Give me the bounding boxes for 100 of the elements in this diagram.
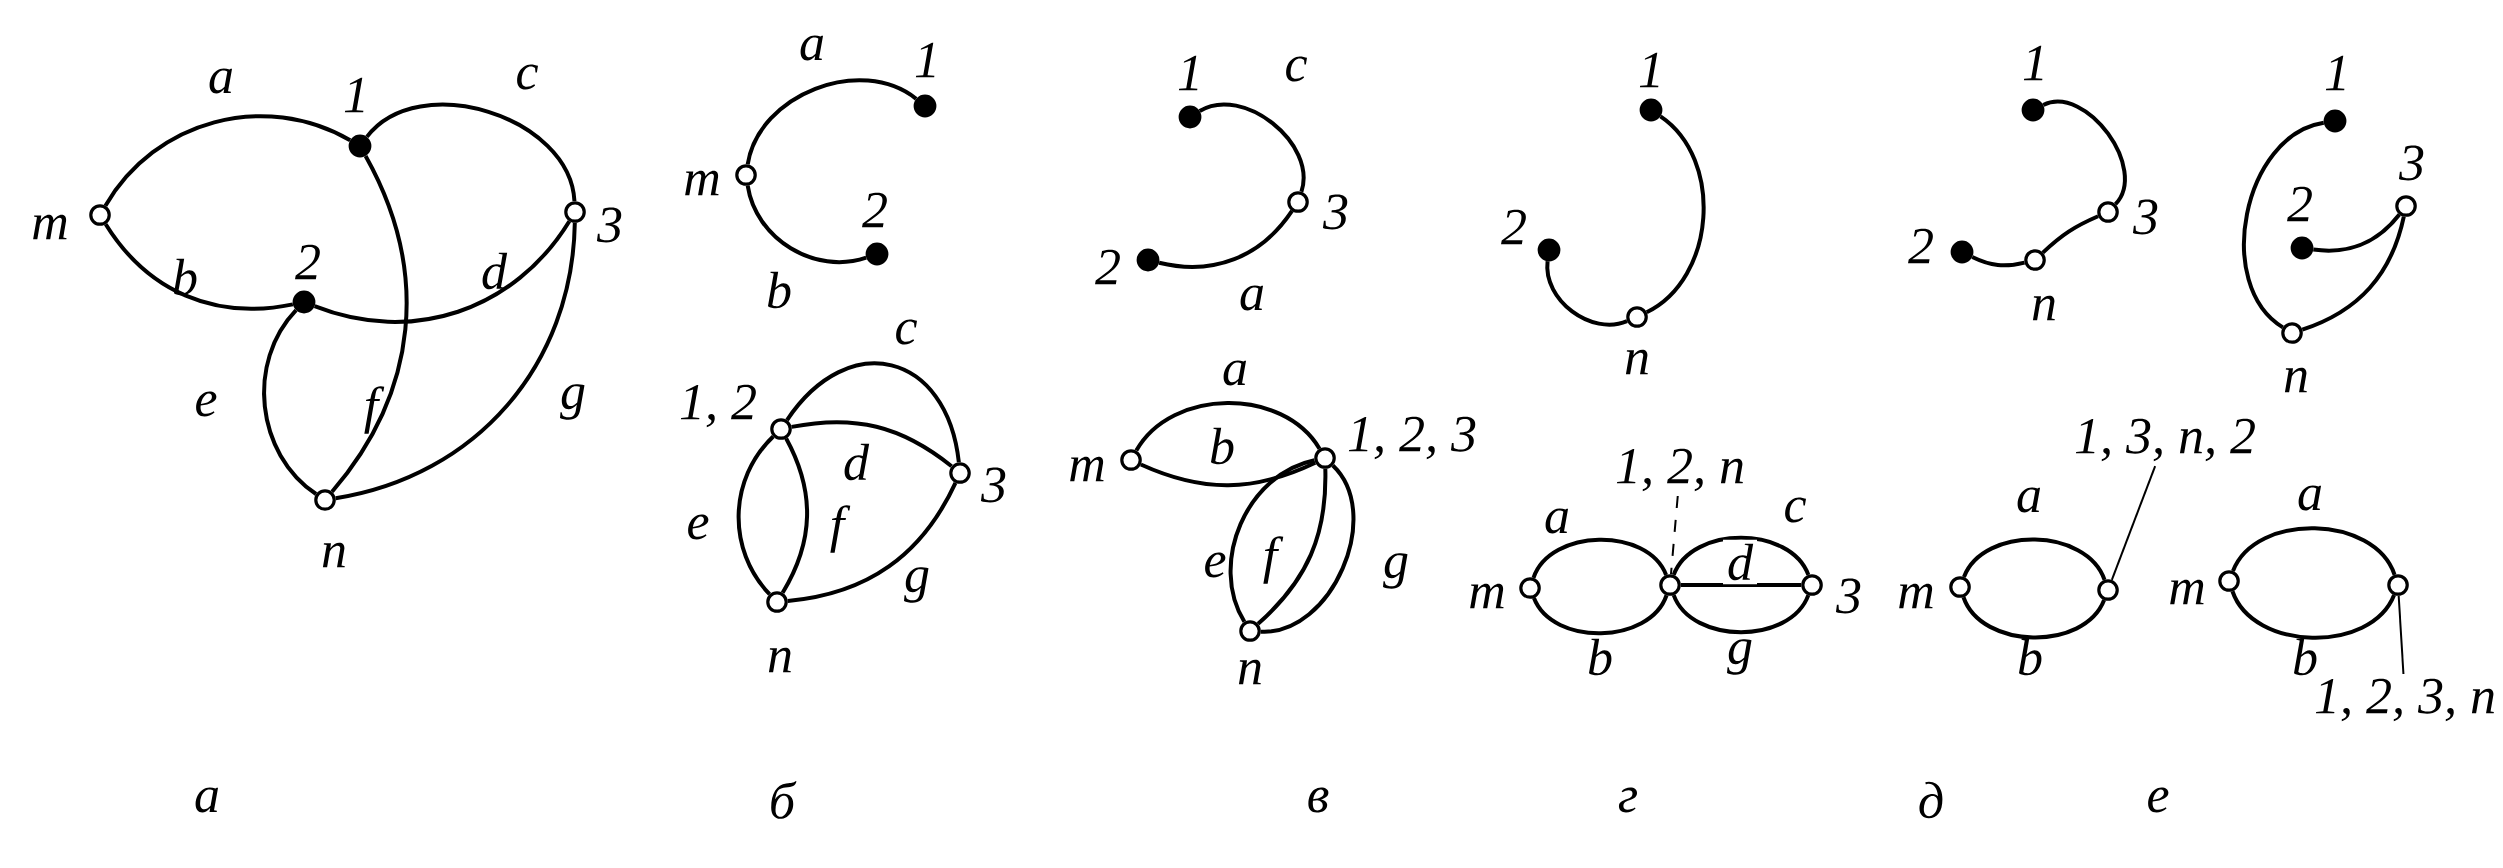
vertex-label: 3 [2398, 145, 2424, 181]
vertex-circle [2097, 201, 2119, 223]
graph-edge [2042, 99, 2127, 206]
vertex-label: 1, 2, 3 [1348, 416, 1476, 460]
vertex-label: n [2032, 295, 2055, 321]
vertex-circle [1239, 620, 1261, 642]
vertex-label: 3 [1322, 194, 1348, 230]
graph-edge [1532, 594, 1669, 636]
graph-edge [104, 223, 294, 311]
vertex-label: n [1625, 349, 1648, 375]
graph-edge [1680, 583, 1802, 587]
vertex-label: 3 [980, 467, 1006, 503]
vertex-circle [735, 164, 757, 186]
graph-edge [1961, 596, 2106, 640]
graph-edge [1158, 209, 1294, 269]
vertex-label: 2 [1501, 209, 1526, 245]
vertex-dot [348, 134, 372, 158]
graph-edge [1140, 460, 1317, 488]
graph-edge [745, 185, 867, 265]
edge-label: b [2018, 638, 2042, 676]
vertex-label: m [685, 170, 719, 196]
graph-edge [1531, 537, 1668, 579]
edge-label: e [196, 391, 217, 417]
panel-label: а [195, 787, 219, 813]
graph-edge [2231, 526, 2397, 576]
panel-label: е [2148, 787, 2169, 813]
vertex-label: 1 [1178, 55, 1198, 91]
vertex-dot [1537, 238, 1561, 262]
vertex-circle [1287, 191, 1309, 213]
vertex-circle [2281, 322, 2303, 344]
graph-edge [785, 361, 961, 463]
vertex-label: n [1238, 659, 1261, 685]
vertex-dot [1178, 105, 1202, 129]
vertex-circle [1519, 577, 1541, 599]
vertex-circle [89, 204, 111, 226]
edge-label: g [560, 384, 585, 420]
vertex-label: 1 [2023, 45, 2043, 81]
vertex-circle [1659, 574, 1681, 596]
vertex-label: m [1899, 583, 1933, 609]
edge-label: a [1223, 360, 1247, 386]
graph-edge [780, 437, 809, 594]
edge-label: a [800, 35, 824, 61]
edge-label: a [1240, 285, 1264, 311]
graph-edge [787, 481, 958, 604]
graph-edge [736, 435, 775, 596]
edge-label: f [830, 505, 851, 553]
edge-label: g [1727, 639, 1752, 675]
edge-label: e [1205, 552, 1226, 578]
vertex-circle [1120, 449, 1142, 471]
edge-label: b [2294, 638, 2317, 676]
point-label: 1, 3, n, 2 [2075, 418, 2255, 462]
vertex-label: 1 [2325, 55, 2345, 91]
graph-edge [313, 220, 571, 324]
vertex-dot [2021, 98, 2045, 122]
vertex-circle [2395, 195, 2417, 217]
vertex-dot [1950, 240, 1974, 264]
panel-label: в [1308, 787, 1329, 813]
edge-label: a [2298, 485, 2322, 511]
vertex-label: m [1470, 583, 1504, 609]
vertex-circle [564, 201, 586, 223]
panel-label: б [771, 781, 797, 819]
vertex-label: 2 [2287, 186, 2312, 222]
graph-edge [1645, 114, 1706, 314]
edge-label: g [904, 567, 929, 603]
graph-edge [2230, 590, 2396, 640]
graph-edge [1198, 102, 1306, 193]
vertex-dot [1136, 248, 1160, 272]
leader-line [2110, 465, 2157, 581]
edge-label: f [364, 386, 385, 434]
vertex-label: m [33, 214, 67, 240]
graph-edge [745, 78, 918, 165]
graph-edge [1671, 594, 1811, 635]
vertex-label: n [2284, 367, 2307, 393]
vertex-circle [949, 462, 971, 484]
vertex-circle [770, 418, 792, 440]
panel-label: д [1919, 781, 1943, 819]
edge-label: d [482, 252, 508, 290]
vertex-circle [766, 591, 788, 613]
edge-label: b [1588, 638, 1612, 676]
panel-label: г [1618, 787, 1637, 813]
graph-edge [1671, 535, 1811, 576]
vertex-label: 2 [1908, 228, 1933, 264]
edge-label: c [896, 319, 917, 345]
vertex-dot [2323, 109, 2347, 133]
vertex-label: m [1070, 456, 1104, 482]
graph-edge [1545, 261, 1628, 327]
graph-edge [262, 308, 318, 496]
vertex-circle [1949, 576, 1971, 598]
vertex-label: 2 [862, 192, 887, 228]
graph-edge [330, 155, 409, 494]
graph-edge [1228, 458, 1316, 623]
vertex-circle [2387, 574, 2409, 596]
vertex-dot [2290, 236, 2314, 260]
vertex-circle [1314, 447, 1336, 469]
vertex-label: 2 [1095, 249, 1120, 285]
vertex-circle [2097, 579, 2119, 601]
leader-line [1669, 495, 1679, 576]
vertex-label: 3 [2132, 199, 2158, 235]
vertex-dot [292, 290, 316, 314]
graph-edge [2242, 120, 2325, 329]
